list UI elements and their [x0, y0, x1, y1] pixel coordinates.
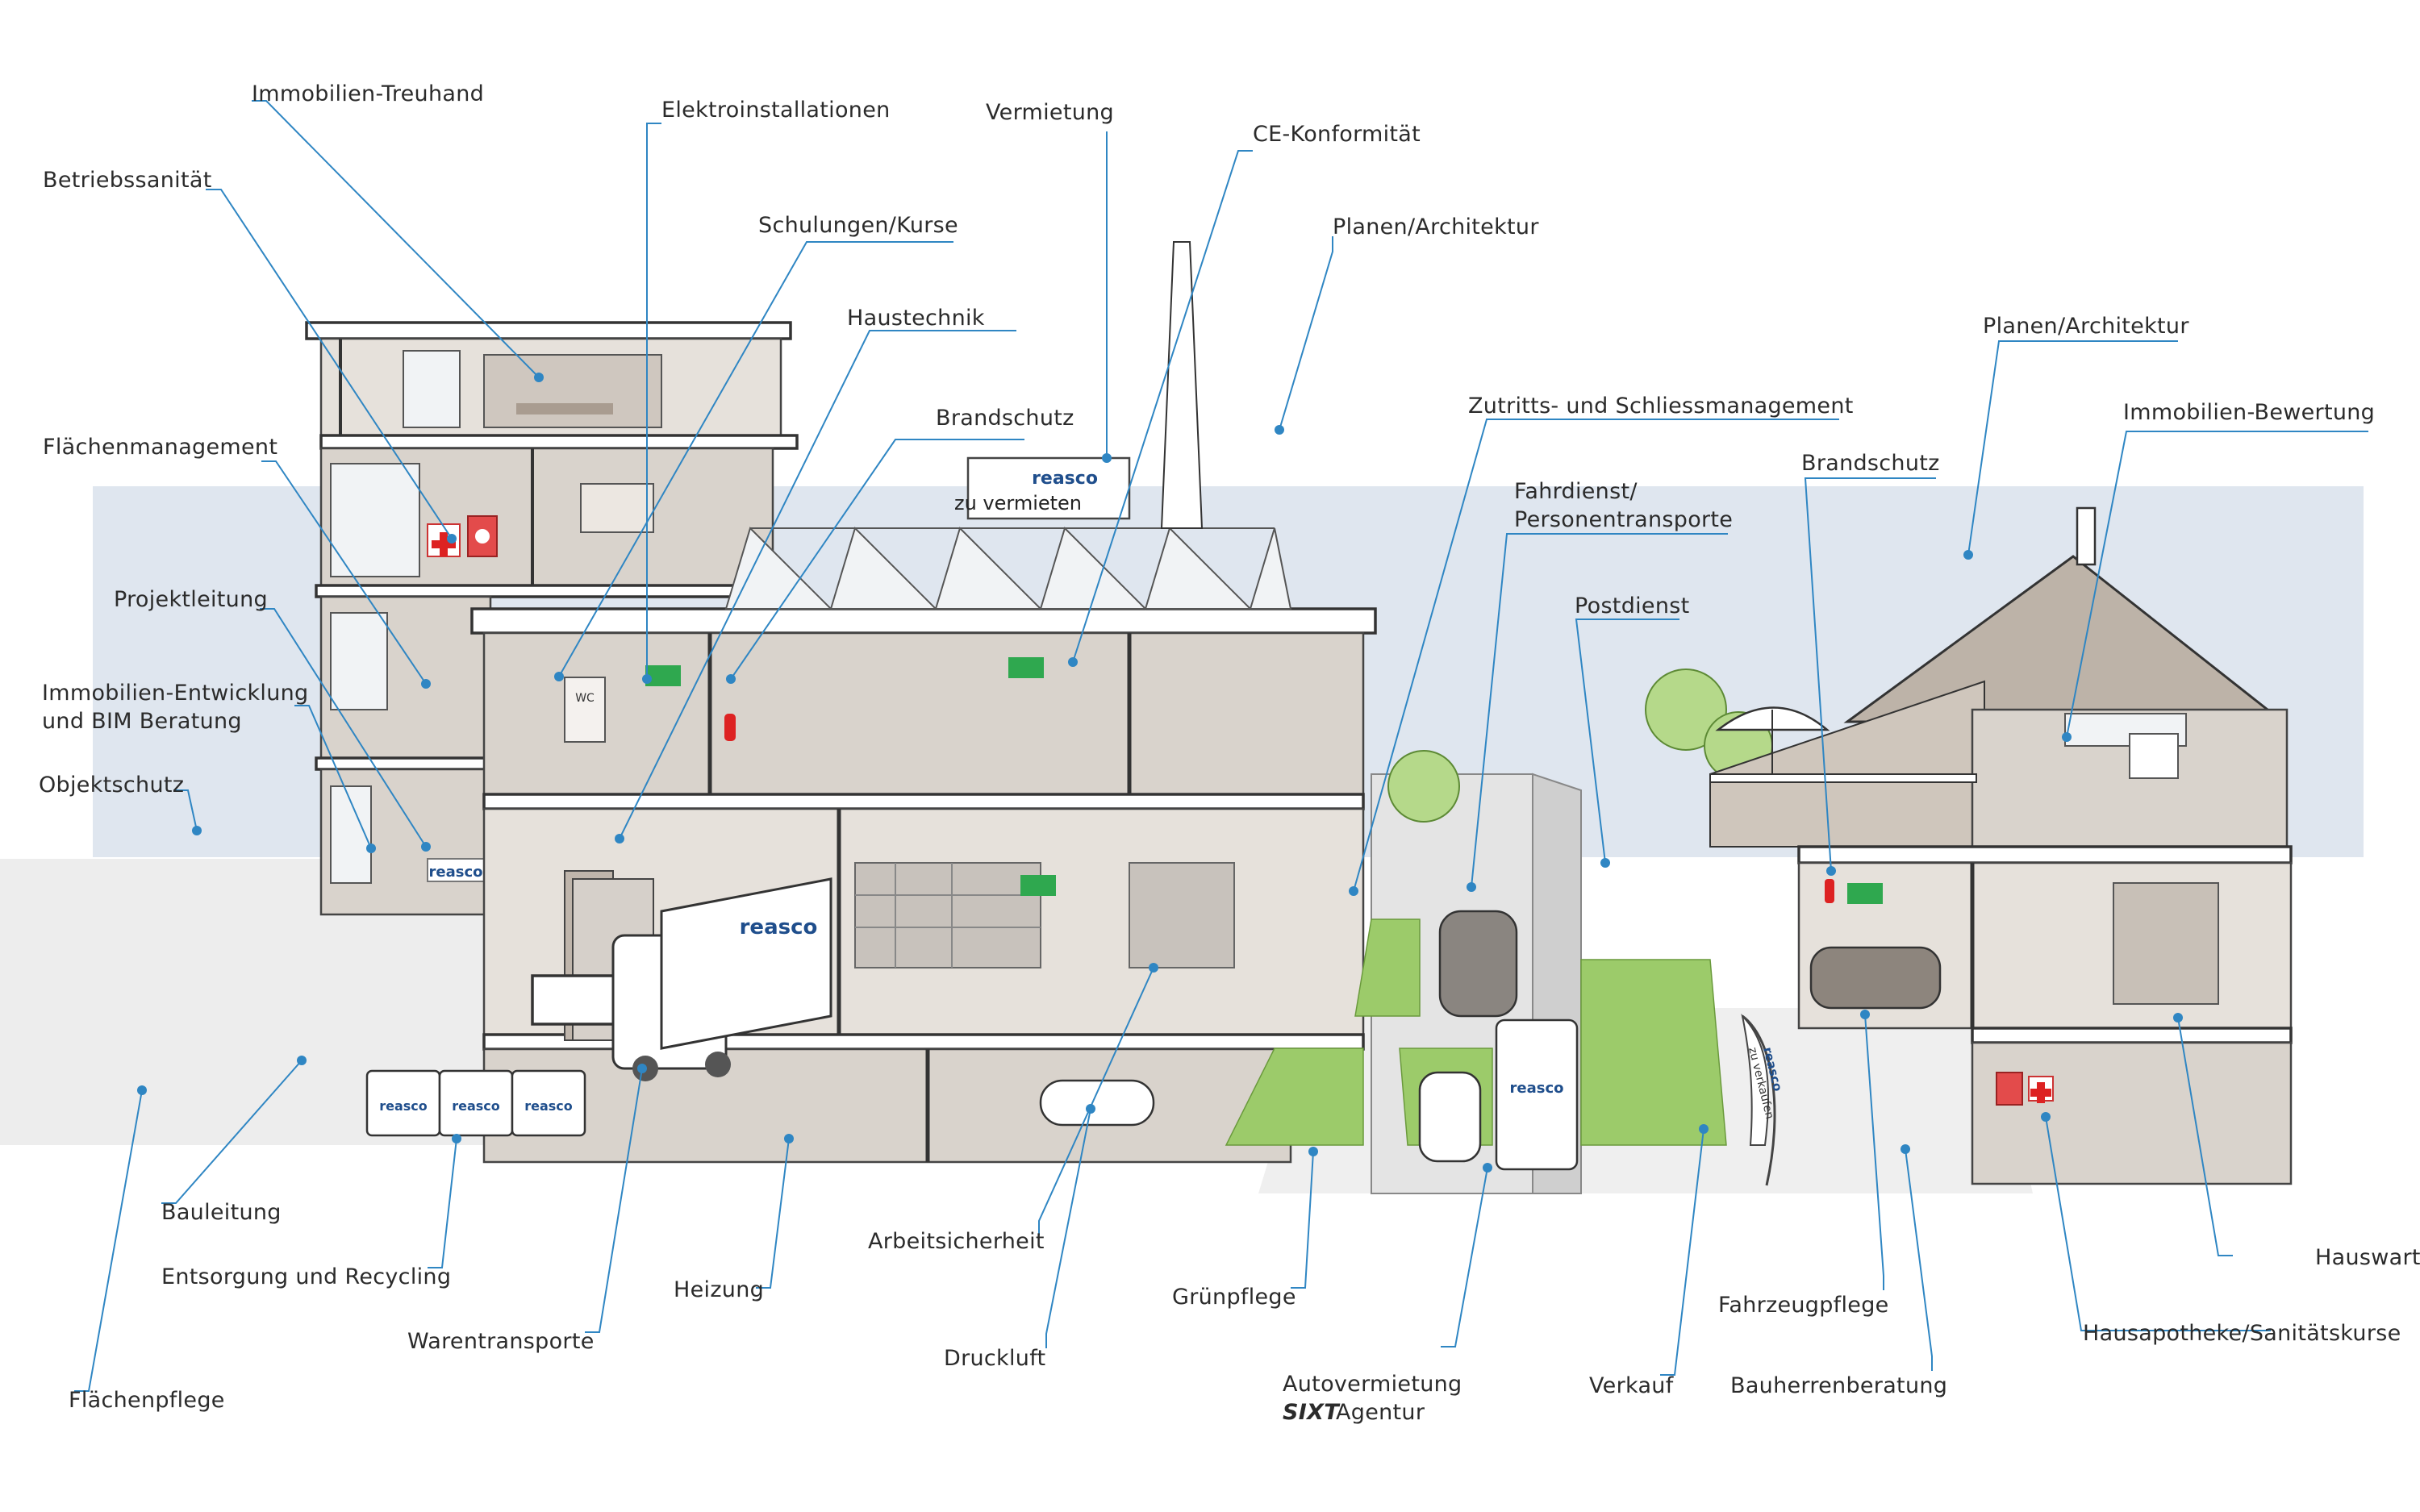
- svg-text:reasco: reasco: [1510, 1080, 1564, 1097]
- label-verkauf: Verkauf: [1589, 1373, 1675, 1398]
- label-flaechenpflege: Flächenpflege: [69, 1388, 225, 1413]
- label-objektschutz: Objektschutz: [39, 773, 184, 798]
- label-projektleitung: Projektleitung: [114, 587, 268, 612]
- tower-reasco-sign: reasco: [429, 864, 483, 881]
- label-postdienst: Postdienst: [1575, 594, 1690, 619]
- label-hauswartungen: Hauswartungen: [2315, 1245, 2420, 1270]
- label-ce-konformitaet: CE-Konformität: [1253, 122, 1421, 147]
- label-immobilien-treuhand: Immobilien-Treuhand: [252, 81, 484, 106]
- label-schulungen-kurse: Schulungen/Kurse: [758, 213, 958, 238]
- label-brandschutz-1: Brandschutz: [936, 406, 1074, 431]
- parking: reasco reasco zu verkaufen: [1225, 669, 1785, 1194]
- label-vermietung: Vermietung: [986, 100, 1114, 125]
- main-hall: WC reasco zu vermieten reasco reasco rea…: [365, 241, 1377, 1164]
- label-autovermietung-line1: Autovermietung: [1283, 1372, 1462, 1397]
- label-heizung: Heizung: [674, 1277, 764, 1302]
- office-tower: reasco: [305, 321, 799, 916]
- label-flaechenmanagement: Flächenmanagement: [43, 435, 277, 460]
- label-elektroinstallationen: Elektroinstallationen: [661, 98, 891, 123]
- svg-text:reasco: reasco: [452, 1098, 500, 1114]
- label-warentransporte: Warentransporte: [407, 1329, 595, 1354]
- label-fahrdienst-line1: Fahrdienst/: [1514, 479, 1638, 504]
- svg-text:WC: WC: [575, 692, 595, 705]
- sixt-logo: SIXT: [1283, 1400, 1341, 1425]
- label-brandschutz-2: Brandschutz: [1801, 451, 1940, 476]
- label-zutritts-schliessmanagement: Zutritts- und Schliessmanagement: [1468, 394, 1854, 419]
- rental-sign-text: zu vermieten: [954, 492, 1082, 514]
- label-autovermietung-line2: Agentur: [1336, 1400, 1425, 1425]
- callout-labels: Immobilien-Treuhand Elektroinstallatione…: [39, 81, 2420, 1425]
- label-immobilien-entwicklung-line2: und BIM Beratung: [42, 709, 242, 734]
- rental-sign-logo: reasco: [1032, 469, 1098, 489]
- fire-extinguisher-icon: [724, 714, 736, 741]
- svg-text:reasco: reasco: [379, 1098, 428, 1114]
- label-immobilien-bewertung: Immobilien-Bewertung: [2123, 400, 2375, 425]
- label-haustechnik: Haustechnik: [847, 306, 985, 331]
- label-immobilien-entwicklung-line1: Immobilien-Entwicklung: [42, 681, 308, 706]
- label-entsorgung-recycling: Entsorgung und Recycling: [161, 1264, 451, 1289]
- label-hausapotheke-sanitaetskurse: Hausapotheke/Sanitätskurse: [2083, 1321, 2401, 1346]
- label-bauleitung: Bauleitung: [161, 1200, 282, 1225]
- label-betriebssanitaet: Betriebssanität: [43, 168, 212, 193]
- emergency-exit-icon: [645, 665, 681, 686]
- label-planen-architektur-2: Planen/Architektur: [1983, 314, 2189, 339]
- label-gruenpflege: Grünpflege: [1172, 1285, 1296, 1310]
- label-arbeitssicherheit: Arbeitsicherheit: [868, 1229, 1045, 1254]
- label-planen-architektur-1: Planen/Architektur: [1333, 215, 1539, 240]
- label-druckluft: Druckluft: [944, 1346, 1045, 1371]
- label-fahrdienst-line2: Personentransporte: [1514, 507, 1733, 532]
- svg-text:reasco: reasco: [740, 915, 818, 939]
- residential-house: [1709, 506, 2293, 1185]
- callout-lines: [74, 100, 2368, 1392]
- label-fahrzeugpflege: Fahrzeugpflege: [1718, 1293, 1889, 1318]
- svg-text:reasco: reasco: [524, 1098, 573, 1114]
- label-bauherrenberatung: Bauherrenberatung: [1730, 1373, 1947, 1398]
